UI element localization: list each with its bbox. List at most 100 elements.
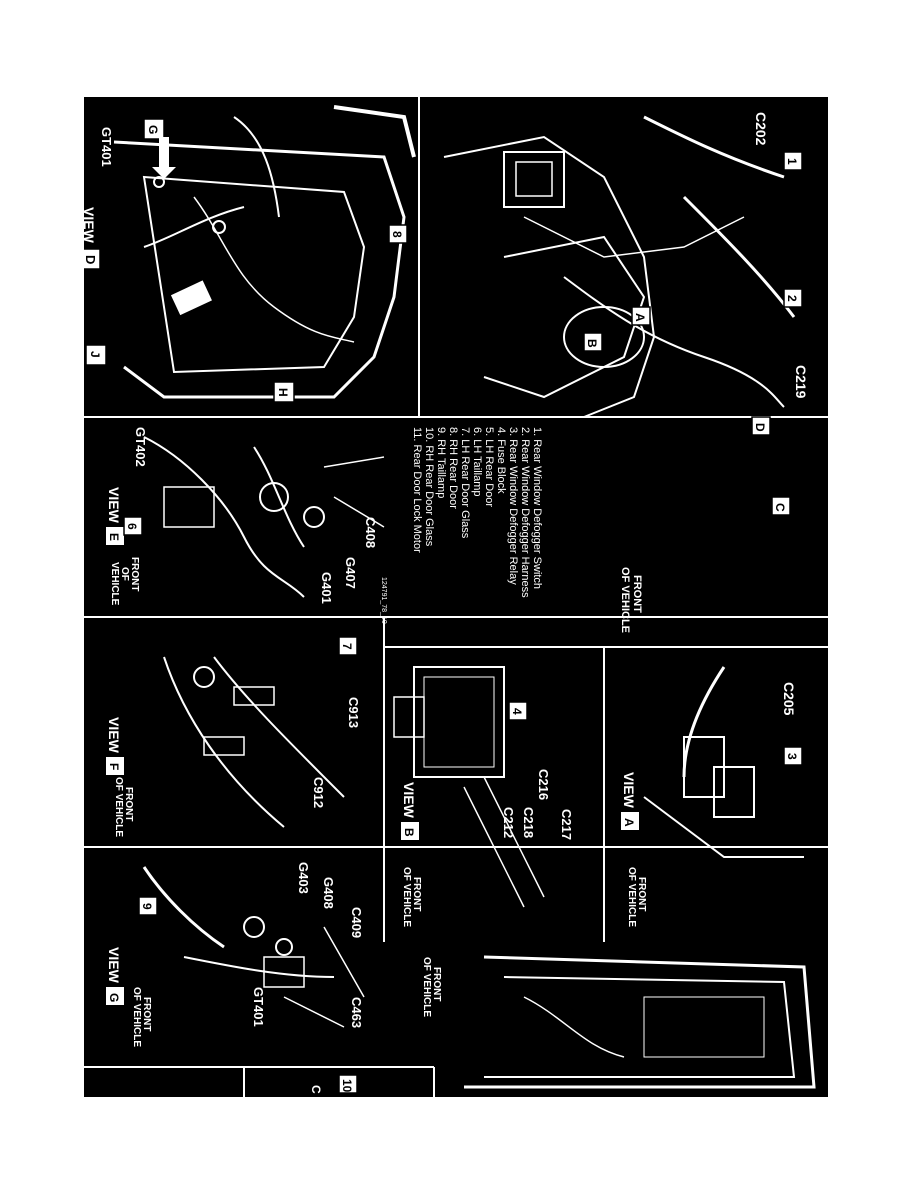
c409-label: C409 <box>349 907 364 938</box>
svg-text:1: 1 <box>785 158 799 165</box>
diagram-sheet: GT401 VIEW D G J H 8 C202 1 <box>84 97 828 1097</box>
arrow-c: C <box>771 496 791 516</box>
arrow-a: A <box>631 306 651 326</box>
svg-text:G408: G408 <box>321 877 336 909</box>
svg-text:FRONT: FRONT <box>129 557 140 591</box>
front-of-vehicle-main: FRONT OF VEHICLE <box>619 567 643 633</box>
view-e-title: VIEW E <box>106 487 124 545</box>
glass-view-drawing <box>464 955 816 1089</box>
view-b-drawing <box>393 666 545 908</box>
legend-item-10: 10. RH Rear Door Glass <box>423 427 435 547</box>
c217-label: C217 <box>559 809 574 840</box>
svg-text:VIEW: VIEW <box>106 947 122 984</box>
view-d-drawing <box>113 105 416 399</box>
c913-label: C913 <box>346 697 361 728</box>
svg-text:C205: C205 <box>781 682 797 716</box>
c202-label: C202 <box>753 112 769 146</box>
c463-label: C463 <box>349 997 364 1028</box>
svg-text:A: A <box>622 818 636 827</box>
legend-item-8: 8. RH Rear Door <box>447 427 459 509</box>
svg-text:G407: G407 <box>343 557 358 589</box>
svg-text:FRONT: FRONT <box>411 877 422 911</box>
svg-text:C913: C913 <box>346 697 361 728</box>
front-of-vehicle-e: FRONT OF VEHICLE <box>109 557 140 606</box>
g407-label: G407 <box>343 557 358 589</box>
legend-item-11: 11. Rear Door Lock Motor <box>411 427 423 553</box>
c912-label: C912 <box>311 777 326 808</box>
c216-label: C216 <box>536 769 551 800</box>
svg-text:FRONT: FRONT <box>123 787 134 821</box>
figure-code: 124791_78_10 <box>380 577 387 624</box>
view-a-drawing <box>643 666 804 858</box>
partial-c-label: C <box>309 1085 323 1094</box>
svg-text:C409: C409 <box>349 907 364 938</box>
svg-text:FRONT: FRONT <box>141 997 152 1031</box>
svg-text:GT401: GT401 <box>251 987 266 1027</box>
callout-7: 7 <box>338 636 358 656</box>
svg-text:10: 10 <box>340 1079 354 1093</box>
svg-text:2: 2 <box>785 295 799 302</box>
arrow-b: B <box>583 332 603 352</box>
svg-text:C216: C216 <box>536 769 551 800</box>
svg-text:FRONT: FRONT <box>431 967 442 1001</box>
view-f-drawing <box>163 656 345 828</box>
svg-text:OF VEHICLE: OF VEHICLE <box>401 867 412 927</box>
callout-8: 8 <box>388 224 408 244</box>
legend-item-9: 9. RH Taillamp <box>435 427 447 498</box>
svg-text:C463: C463 <box>349 997 364 1028</box>
svg-text:OF VEHICLE: OF VEHICLE <box>626 867 637 927</box>
svg-text:C202: C202 <box>753 112 769 146</box>
c205-label: C205 <box>781 682 797 716</box>
view-f-title: VIEW F <box>106 717 124 775</box>
svg-text:G: G <box>146 125 160 134</box>
view-e-drawing <box>143 436 385 598</box>
arrow-g: G <box>143 118 176 179</box>
callout-4: 4 <box>508 701 528 721</box>
c408-label: C408 <box>363 517 378 548</box>
svg-text:FRONT: FRONT <box>636 877 647 911</box>
front-of-vehicle-b: FRONT OF VEHICLE <box>401 867 422 927</box>
svg-text:G403: G403 <box>296 862 311 894</box>
svg-text:OF VEHICLE: OF VEHICLE <box>619 567 631 633</box>
svg-text:FRONT: FRONT <box>631 575 643 613</box>
svg-text:OF VEHICLE: OF VEHICLE <box>421 957 432 1017</box>
svg-text:7: 7 <box>340 643 354 650</box>
arrow-j: J <box>85 344 107 366</box>
view-g-title: VIEW G <box>106 947 124 1005</box>
svg-text:6: 6 <box>125 523 139 530</box>
view-a-title: VIEW A <box>621 772 639 830</box>
svg-text:VIEW: VIEW <box>401 782 417 819</box>
main-drawing <box>443 115 796 418</box>
view-g-drawing <box>142 866 365 1028</box>
svg-text:C912: C912 <box>311 777 326 808</box>
svg-text:4: 4 <box>510 708 524 715</box>
svg-text:OF VEHICLE: OF VEHICLE <box>113 777 124 837</box>
svg-text:GT402: GT402 <box>133 427 148 467</box>
gt402-label: GT402 <box>133 427 148 467</box>
legend-item-3: 3. Rear Window Defogger Relay <box>507 427 519 585</box>
legend-item-4: 4. Fuse Block <box>495 427 507 494</box>
gt401-label: GT401 <box>99 127 114 167</box>
callout-6: 6 <box>123 516 143 536</box>
svg-text:9: 9 <box>140 903 154 910</box>
g401-label: G401 <box>319 572 334 604</box>
svg-text:VIEW: VIEW <box>106 717 122 754</box>
legend-item-2: 2. Rear Window Defogger Harness <box>519 427 531 598</box>
svg-text:E: E <box>107 533 121 541</box>
svg-text:C218: C218 <box>521 807 536 838</box>
front-of-vehicle-f: FRONT OF VEHICLE <box>113 777 134 837</box>
legend: 1. Rear Window Defogger Switch 2. Rear W… <box>380 427 543 624</box>
svg-text:VEHICLE: VEHICLE <box>109 562 120 606</box>
front-of-vehicle-g: FRONT OF VEHICLE <box>131 987 152 1047</box>
svg-text:VIEW: VIEW <box>106 487 122 524</box>
arrow-d: D <box>751 416 771 436</box>
svg-text:OF VEHICLE: OF VEHICLE <box>131 987 142 1047</box>
gt401-g-label: GT401 <box>251 987 266 1027</box>
svg-text:8: 8 <box>390 231 404 238</box>
view-d-title: VIEW D <box>84 207 101 270</box>
c219-label: C219 <box>793 365 809 399</box>
callout-10: 10 <box>338 1074 358 1094</box>
svg-text:C212: C212 <box>501 807 516 838</box>
svg-text:GT401: GT401 <box>99 127 114 167</box>
callout-3: 3 <box>783 746 803 766</box>
